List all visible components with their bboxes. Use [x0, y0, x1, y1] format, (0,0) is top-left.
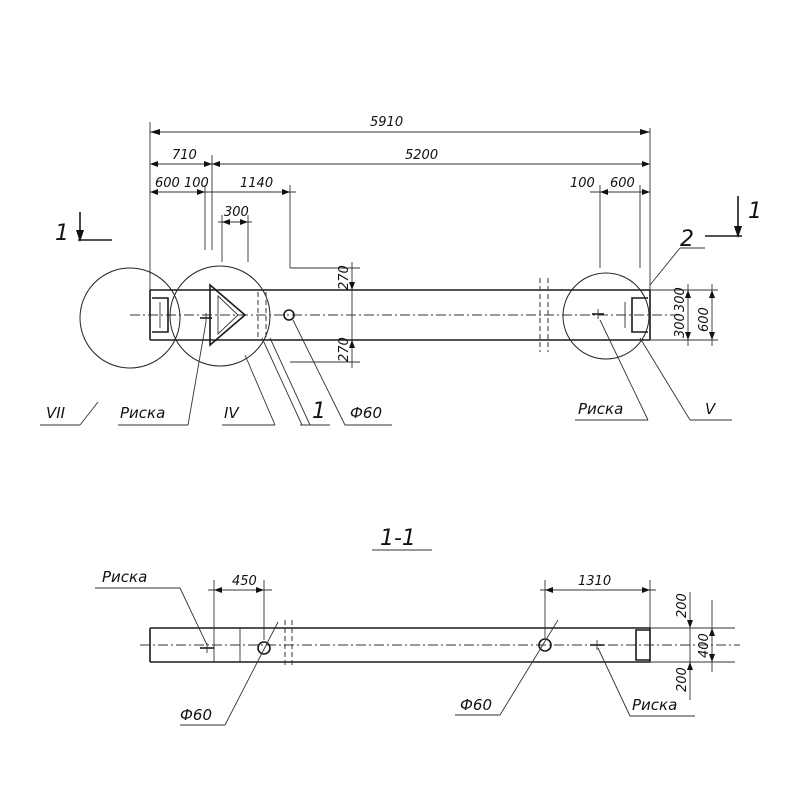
dim-600-right: 600	[610, 176, 635, 191]
detail-circle-V	[562, 272, 650, 360]
label-VII: VII	[46, 404, 66, 422]
section-view: 1-1 450 1310	[95, 526, 740, 726]
label-phi60-section-right: Ф60	[460, 696, 492, 714]
hole-phi60-plan	[283, 309, 295, 321]
detail-circle-IV	[169, 265, 271, 367]
section-mark-right: 1	[748, 199, 762, 224]
dim-450: 450	[232, 574, 257, 589]
detail-circle-VII	[79, 267, 181, 369]
dim-5910: 5910	[370, 115, 403, 130]
label-riska-section-left: Риска	[102, 568, 147, 586]
dim-1310: 1310	[578, 574, 611, 589]
label-phi60-plan: Ф60	[350, 404, 382, 422]
dim-100-left: 100	[184, 176, 209, 191]
label-IV: IV	[224, 404, 240, 422]
dim-1140: 1140	[240, 176, 273, 191]
dim-5200: 5200	[405, 148, 438, 163]
dim-100-right: 100	[570, 176, 595, 191]
dim-200-top: 200	[675, 593, 690, 618]
dim-400: 400	[697, 633, 712, 658]
dim-300-a: 300	[673, 287, 688, 312]
dim-600-height: 600	[697, 307, 712, 332]
hole-phi60-section-right	[538, 638, 552, 652]
label-phi60-section-left: Ф60	[180, 706, 212, 724]
dim-600-left: 600	[155, 176, 180, 191]
label-V: V	[705, 400, 717, 418]
label-riska-plan-right: Риска	[578, 400, 623, 418]
dim-200-bottom: 200	[675, 667, 690, 692]
dim-300-b: 300	[673, 313, 688, 338]
label-riska-section-right: Риска	[632, 696, 677, 714]
dim-270-bottom: 270	[337, 337, 352, 362]
label-riska-plan-left: Риска	[120, 404, 165, 422]
dim-300: 300	[224, 205, 249, 220]
section-mark-left: 1	[55, 221, 69, 246]
callout-1: 1	[312, 399, 326, 424]
dim-710: 710	[172, 148, 197, 163]
plan-view: 5910 710 5200 600 100 1140 100 600 300 1	[40, 115, 762, 426]
dim-270-top: 270	[337, 265, 352, 290]
section-title: 1-1	[380, 526, 416, 551]
hole-phi60-section-left	[257, 641, 271, 655]
callout-2: 2	[680, 227, 694, 252]
